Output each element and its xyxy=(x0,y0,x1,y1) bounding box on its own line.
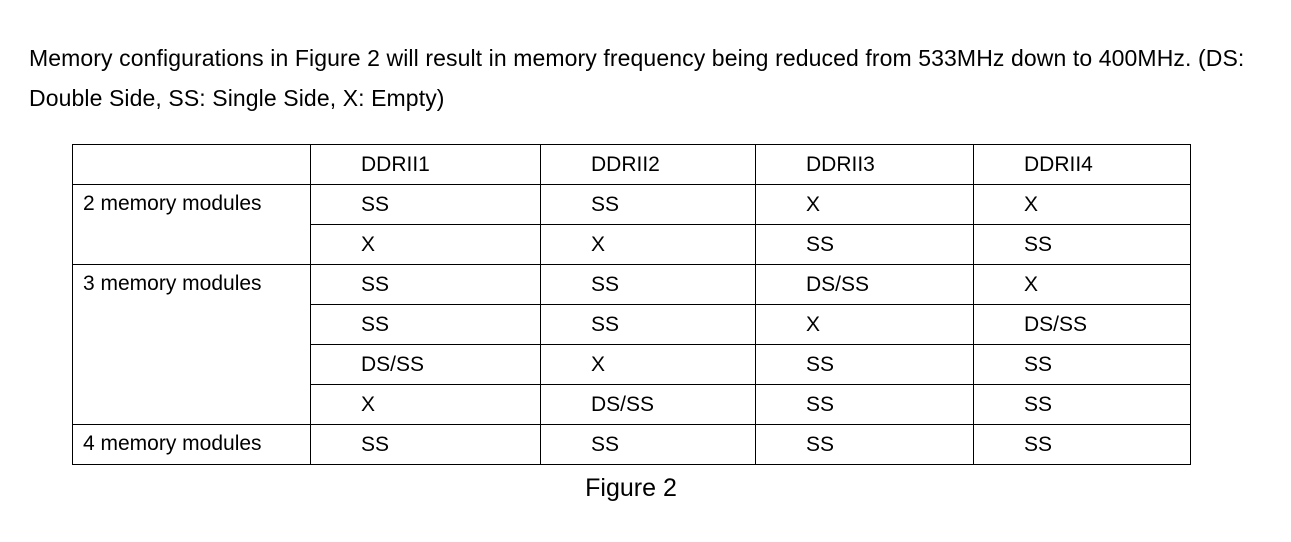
cell-ddrii1: SS xyxy=(310,304,541,345)
column-header-ddrii3: DDRII3 xyxy=(755,144,974,185)
corner-header-cell xyxy=(72,144,311,185)
cell-ddrii2: DS/SS xyxy=(540,384,756,425)
cell-ddrii1: X xyxy=(310,224,541,265)
cell-ddrii4: X xyxy=(973,264,1191,305)
cell-ddrii4: SS xyxy=(973,344,1191,385)
cell-ddrii3: DS/SS xyxy=(755,264,974,305)
cell-ddrii2: X xyxy=(540,224,756,265)
intro-line-2: to 400MHz. (DS: Double Side, SS: Single … xyxy=(29,45,1245,111)
cell-ddrii1: SS xyxy=(310,264,541,305)
table-body: DDRII1 DDRII2 DDRII3 DDRII4 2 memory mod… xyxy=(72,144,1191,465)
column-header-ddrii1: DDRII1 xyxy=(310,144,541,185)
cell-ddrii1: DS/SS xyxy=(310,344,541,385)
cell-ddrii3: X xyxy=(755,304,974,345)
table-row: 4 memory modules SS SS SS SS xyxy=(72,424,1191,465)
row-group-label-2-memory-modules: 2 memory modules xyxy=(72,184,311,265)
cell-ddrii4: SS xyxy=(973,424,1191,465)
table-row: X X SS SS xyxy=(73,224,1191,265)
column-header-ddrii4: DDRII4 xyxy=(973,144,1191,185)
cell-ddrii4: SS xyxy=(973,224,1191,265)
table-row: 2 memory modules SS SS X X xyxy=(72,184,1191,265)
memory-configuration-table-wrapper: DDRII1 DDRII2 DDRII3 DDRII4 2 memory mod… xyxy=(72,144,1191,465)
column-header-ddrii2: DDRII2 xyxy=(540,144,756,185)
cell-ddrii3: SS xyxy=(755,384,974,425)
cell-ddrii2: SS xyxy=(540,304,756,345)
table-row: X DS/SS SS SS xyxy=(73,384,1191,425)
cell-ddrii2: SS xyxy=(540,264,756,305)
cell-ddrii3: SS xyxy=(755,224,974,265)
cell-ddrii2: X xyxy=(540,344,756,385)
cell-ddrii2: SS xyxy=(540,424,756,465)
cell-ddrii3: X xyxy=(755,184,974,225)
cell-ddrii4: DS/SS xyxy=(973,304,1191,345)
cell-ddrii2: SS xyxy=(540,184,756,225)
intro-paragraph: Memory configurations in Figure 2 will r… xyxy=(29,38,1259,118)
table-row: 3 memory modules SS SS DS/SS X xyxy=(72,264,1191,425)
memory-configuration-table: DDRII1 DDRII2 DDRII3 DDRII4 2 memory mod… xyxy=(72,144,1191,465)
table-header-row: DDRII1 DDRII2 DDRII3 DDRII4 xyxy=(72,144,1191,185)
cell-ddrii4: SS xyxy=(973,384,1191,425)
cell-ddrii1: SS xyxy=(310,424,541,465)
row-group-label-3-memory-modules: 3 memory modules xyxy=(72,264,311,425)
table-row: DS/SS X SS SS xyxy=(73,344,1191,385)
cell-ddrii1: SS xyxy=(310,184,541,225)
cell-ddrii4: X xyxy=(973,184,1191,225)
cell-ddrii3: SS xyxy=(755,344,974,385)
intro-line-1: Memory configurations in Figure 2 will r… xyxy=(29,45,1067,71)
cell-ddrii3: SS xyxy=(755,424,974,465)
cell-ddrii1: X xyxy=(310,384,541,425)
table-row: SS SS X DS/SS xyxy=(73,304,1191,345)
row-group-label-4-memory-modules: 4 memory modules xyxy=(72,424,311,465)
figure-caption: Figure 2 xyxy=(585,474,677,502)
